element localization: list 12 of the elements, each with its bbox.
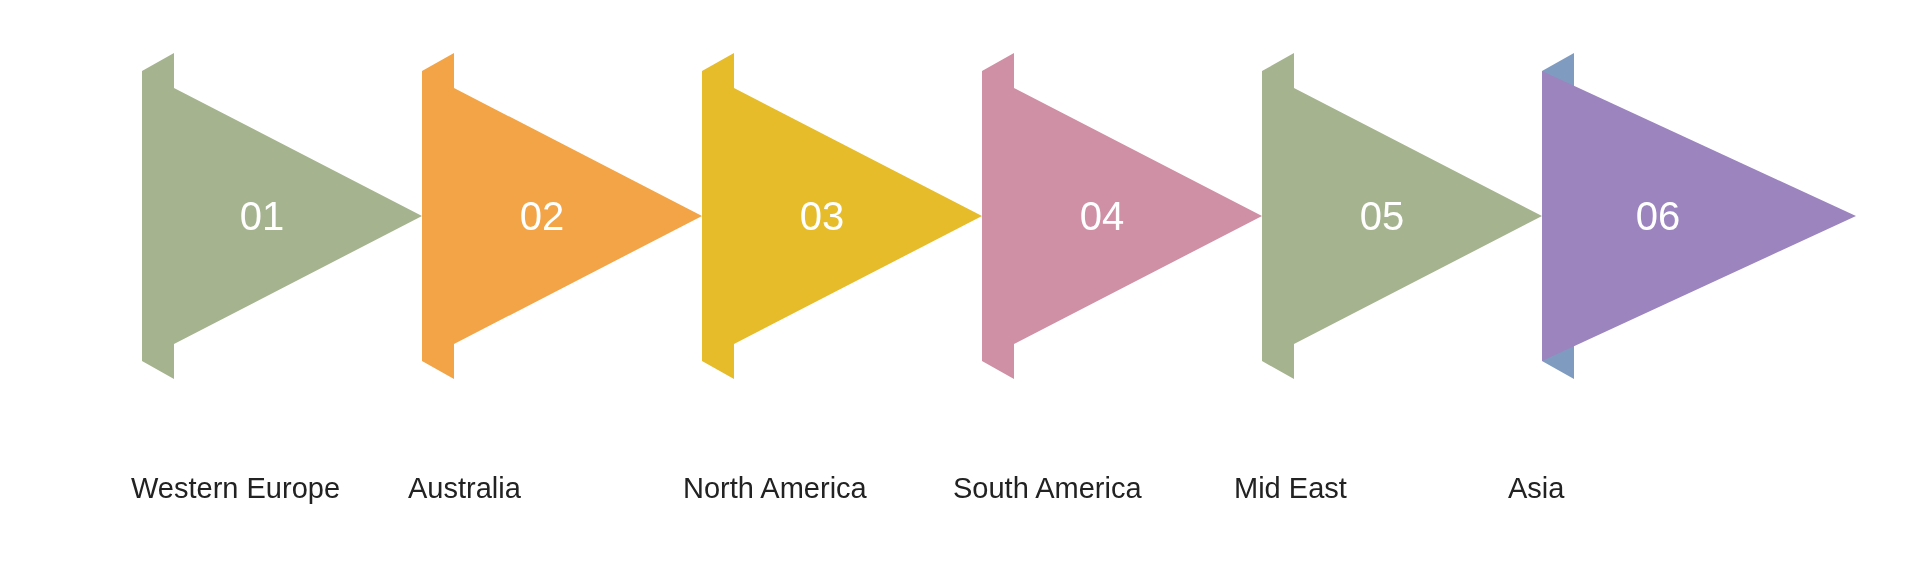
region-label: Western Europe bbox=[131, 471, 341, 505]
region-label: Asia bbox=[1508, 471, 1565, 505]
step-number: 01 bbox=[239, 193, 285, 239]
step-number: 03 bbox=[799, 193, 845, 239]
step-number: 05 bbox=[1359, 193, 1405, 239]
step-number: 04 bbox=[1079, 193, 1125, 239]
step-number: 06 bbox=[1635, 193, 1681, 239]
region-label: Mid East bbox=[1234, 471, 1347, 505]
region-label: Australia bbox=[408, 471, 521, 505]
step-number: 02 bbox=[519, 193, 565, 239]
region-label: South America bbox=[953, 471, 1142, 505]
region-label: North America bbox=[683, 471, 867, 505]
